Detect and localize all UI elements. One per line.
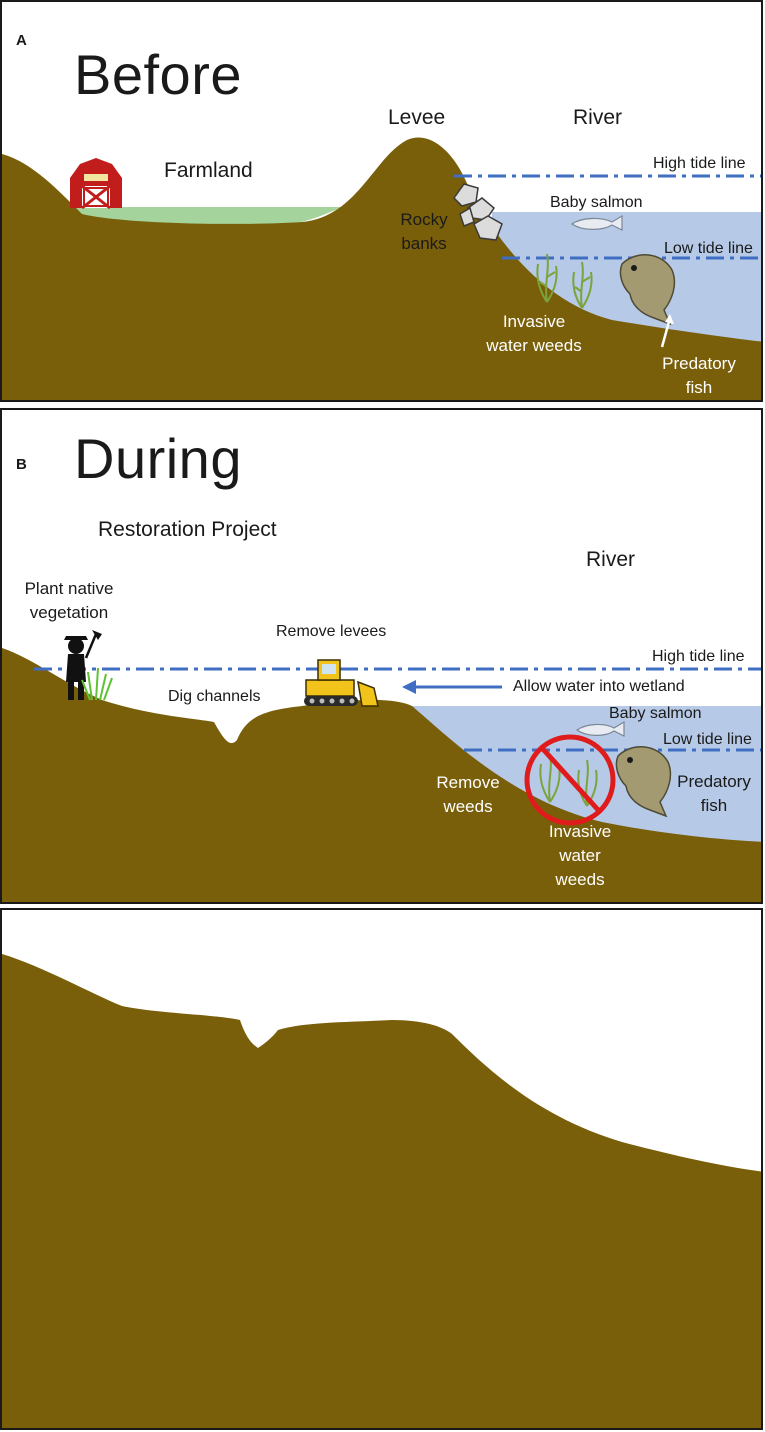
high-tide-label: High tide line: [653, 155, 746, 172]
river-label: River: [586, 548, 636, 571]
predatory-fish-icon: [619, 254, 676, 326]
panel-before: A Before Farmland Levee River High tide …: [0, 0, 763, 402]
high-tide-label: High tide line: [652, 648, 745, 665]
ground-profile: [2, 648, 761, 902]
ground-after-fill: [2, 954, 761, 1428]
dig-channels-label: Dig channels: [168, 688, 261, 705]
farmland-grass: [62, 207, 342, 224]
no-sign-icon: [524, 734, 616, 826]
remove-levees-label: Remove levees: [276, 623, 387, 640]
panel-title: During: [74, 427, 242, 490]
panel-letter: A: [16, 32, 27, 49]
panel-during: B During Restoration Project River Plant…: [0, 408, 763, 904]
baby-salmon-label: Baby salmon: [609, 705, 702, 722]
predatory-fish-icon: [615, 746, 672, 818]
rocky-banks-icon: [453, 183, 503, 241]
allow-water-label: Allow water into wetland: [513, 678, 685, 695]
panel-letter: B: [16, 456, 27, 473]
before-scene: [2, 137, 761, 400]
invasive-weeds-icon: [536, 253, 593, 309]
predatory-pointer: [660, 317, 672, 348]
baby-salmon-icon: [570, 214, 623, 231]
low-tide-label: Low tide line: [663, 731, 752, 748]
river-label: River: [573, 106, 623, 129]
during-scene: [2, 630, 761, 902]
after-scene: [2, 954, 761, 1428]
native-plants-icon: [81, 667, 113, 701]
restoration-label: Restoration Project: [98, 518, 277, 541]
ground-profile: [2, 137, 761, 400]
levee-label: Levee: [388, 106, 446, 129]
low-tide-label: Low tide line: [664, 240, 753, 257]
panel-after: [0, 908, 763, 1430]
panel-title: Before: [74, 43, 242, 106]
person-planting-icon: [64, 630, 102, 700]
baby-salmon-icon: [575, 720, 625, 737]
farmland-label: Farmland: [164, 159, 253, 182]
bulldozer-icon: [304, 659, 379, 707]
baby-salmon-label: Baby salmon: [550, 194, 643, 211]
barn-icon: [70, 158, 122, 210]
